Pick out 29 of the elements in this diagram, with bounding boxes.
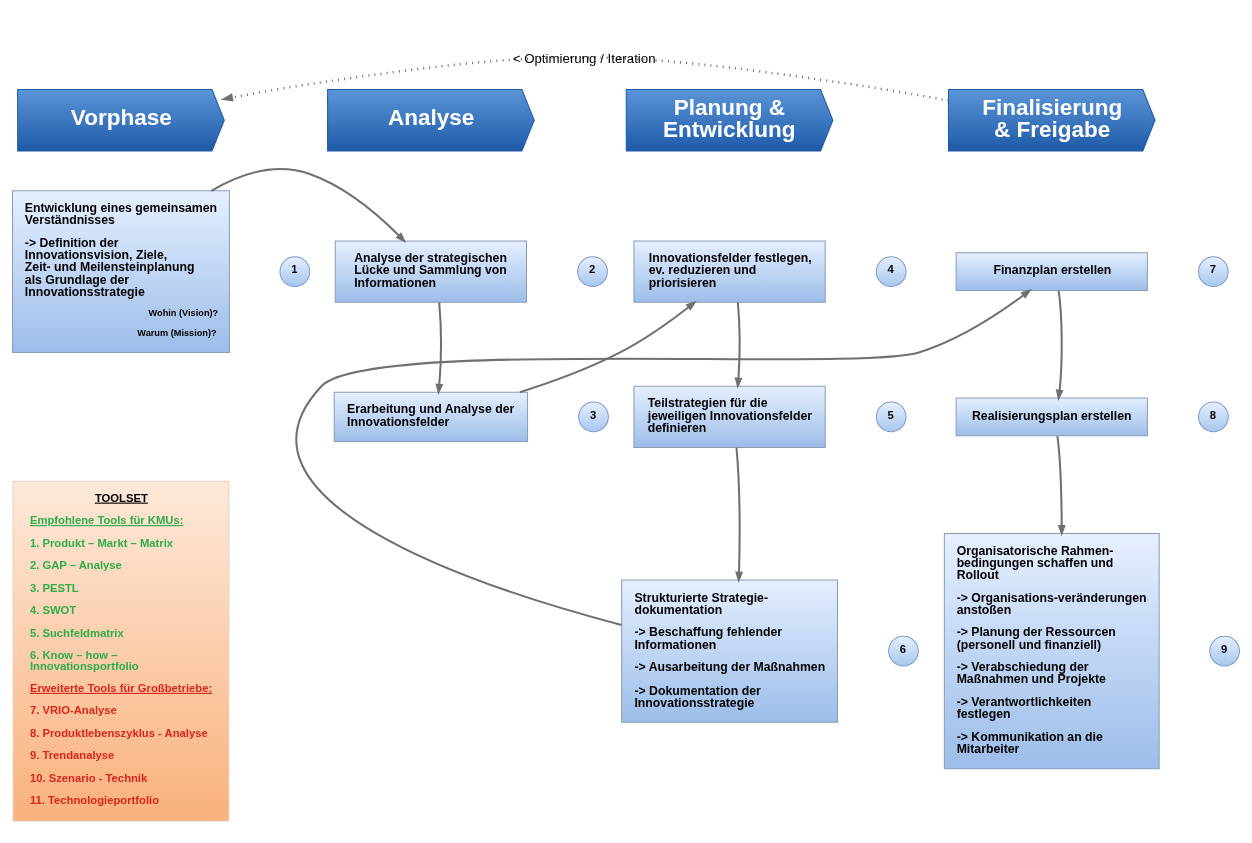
node-circle: 6 — [888, 635, 919, 666]
arrow — [296, 288, 1032, 626]
node-box: TOOLSET Empfohlene Tools für KMUs: 1. Produkt – Markt – Matrix 2. GAP – Analyse 3. PESTL 4. SWOT 5. Suchfeldmatrix 6. Know – how – Innovationsportfolio Erweiterte Tools für Großbetriebe: 7. VRIO-Analyse 8. Produktlebenszyklus - Analyse 9. Trendanalyse 10. Szenario - Technik 11. Technologieportfolio — [12, 480, 230, 821]
node-box: Entwicklung eines gemeinsamen Verständnisses -> Definition der Innovationsvision, Ziele, Zeit- und Meilensteinplanung als Grundlage der Innovationsstrategie Wohin (Vision)? Warum (Mission)? — [12, 189, 230, 353]
arrow — [220, 55, 949, 102]
arrow — [735, 447, 743, 583]
arrow — [519, 300, 697, 393]
node-box: Analyse der strategischen Lücke und Sammlung von Informationen — [334, 239, 528, 303]
node-box: Organisatorische Rahmen-bedingungen schaffen und Rollout -> Organisations-veränderungen anstoßen -> Planung der Ressourcen (personell und finanziell) -> Verabschiedung der Maßnahmen und Projekte -> Verantwortlichkeiten festlegen -> Kommunikation an die Mitarbeiter — [943, 532, 1160, 769]
node-box: Realisierungsplan erstellen — [955, 396, 1148, 436]
arrow — [210, 167, 407, 243]
node-box: Finanzplan erstellen — [955, 251, 1148, 291]
arrow — [1056, 435, 1066, 536]
arrow — [1055, 290, 1064, 401]
node-box: Teilstrategien für die jeweiligen Innovationsfelder definieren — [633, 385, 826, 448]
node-circle: 4 — [875, 255, 907, 287]
node-circle: 7 — [1198, 255, 1229, 287]
node-box: Strukturierte Strategie-dokumentation -> Beschaffung fehlender Informationen -> Ausarbeitung der Maßnahmen -> Dokumentation der Innovationsstrategie — [621, 579, 838, 723]
node-circle: 9 — [1209, 635, 1240, 666]
node-circle: 3 — [578, 401, 609, 432]
arrow — [734, 301, 743, 389]
node-box: Innovationsfelder festlegen, ev. reduzieren und priorisieren — [633, 239, 826, 303]
node-circle: 1 — [279, 255, 311, 287]
node-circle: 2 — [577, 255, 608, 287]
edge-label: < Optimierung / Iteration — [512, 50, 656, 66]
arrow — [435, 301, 444, 395]
node-circle: 8 — [1198, 401, 1229, 432]
node-box: Erarbeitung und Analyse der Innovationsfelder — [333, 391, 529, 442]
node-circle: 5 — [875, 401, 907, 432]
